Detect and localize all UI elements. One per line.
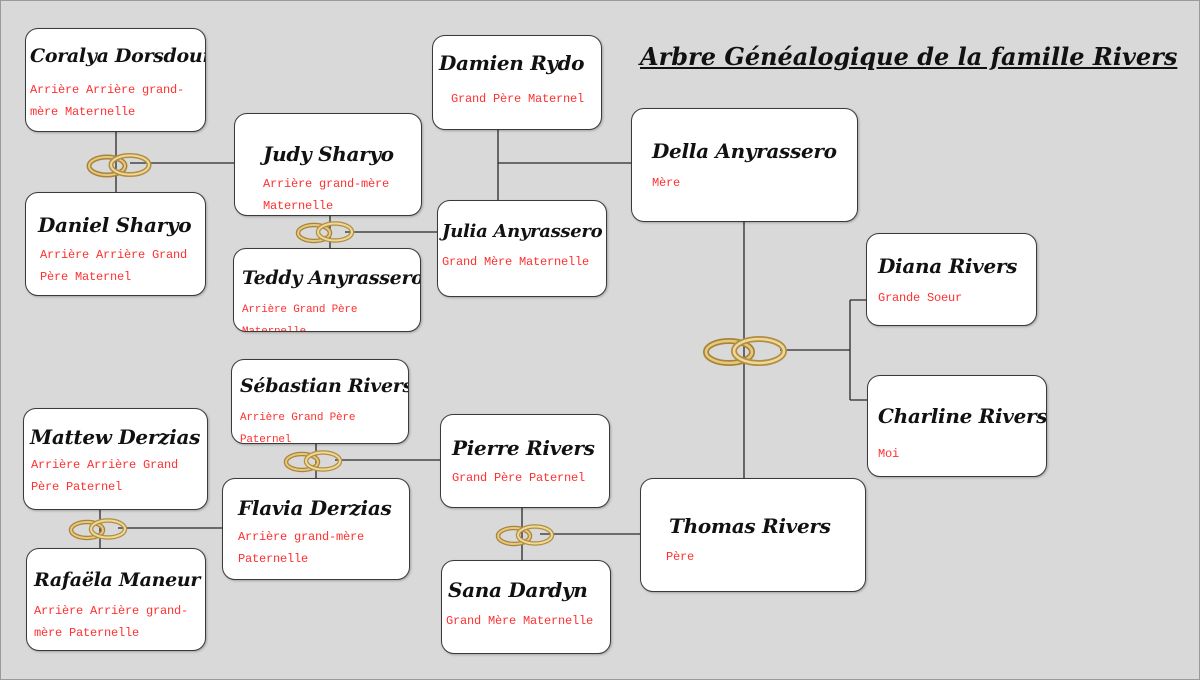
person-role: Arrière grand-mère Paternelle [238, 530, 365, 566]
person-role: Arrière Grand Père Paternel [240, 412, 356, 444]
person-name: Coralya Dorsdoun [30, 45, 206, 67]
person-name: Mattew Derzias [30, 425, 201, 449]
person-role: Grand Père Paternel [452, 471, 586, 485]
person-charline[interactable]: Charline Rivers Moi [867, 375, 1047, 477]
person-name: Della Anyrassero [652, 139, 837, 163]
person-role: Arrière Grand Père Maternelle [242, 304, 358, 332]
person-name: Pierre Rivers [452, 436, 595, 460]
person-mattew[interactable]: Mattew Derzias Arrière Arrière Grand Pèr… [23, 408, 208, 510]
person-role: Arrière Arrière Grand Père Paternel [31, 458, 179, 494]
person-name: Daniel Sharyo [38, 213, 192, 237]
person-role: Moi [878, 447, 900, 461]
person-teddy[interactable]: Teddy Anyrassero Arrière Grand Père Mate… [233, 248, 421, 332]
wedding-rings-icon [294, 218, 356, 246]
person-sebastian[interactable]: Sébastian Rivers Arrière Grand Père Pate… [231, 359, 409, 444]
person-name: Thomas Rivers [669, 514, 831, 538]
person-name: Damien Rydo [439, 51, 585, 75]
person-role: Grand Mère Maternelle [442, 255, 590, 269]
person-role: Arrière grand-mère Maternelle [263, 177, 390, 213]
person-role: Grand Père Maternel [451, 92, 585, 106]
diagram-title: Arbre Généalogique de la famille Rivers [640, 42, 1178, 71]
wedding-rings-icon [282, 447, 344, 475]
person-role: Mère [652, 176, 681, 190]
person-name: Rafaëla Maneur [34, 569, 201, 591]
person-damien[interactable]: Damien Rydo Grand Père Maternel [432, 35, 602, 130]
person-della[interactable]: Della Anyrassero Mère [631, 108, 858, 222]
person-name: Julia Anyrassero [442, 221, 603, 242]
person-coralya[interactable]: Coralya Dorsdoun Arrière Arrière grand-m… [25, 28, 206, 132]
person-role: Grande Soeur [878, 291, 963, 305]
person-julia[interactable]: Julia Anyrassero Grand Mère Maternelle [437, 200, 607, 297]
person-sana[interactable]: Sana Dardyn Grand Mère Maternelle [441, 560, 611, 654]
person-pierre[interactable]: Pierre Rivers Grand Père Paternel [440, 414, 610, 508]
person-name: Judy Sharyo [263, 142, 394, 166]
wedding-rings-icon [84, 150, 154, 180]
person-daniel[interactable]: Daniel Sharyo Arrière Arrière Grand Père… [25, 192, 206, 296]
person-role: Arrière Arrière grand-mère Paternelle [34, 604, 189, 640]
person-flavia[interactable]: Flavia Derzias Arrière grand-mère Patern… [222, 478, 410, 580]
person-role: Arrière Arrière Grand Père Maternel [40, 248, 188, 284]
person-rafaela[interactable]: Rafaëla Maneur Arrière Arrière grand-mèr… [26, 548, 206, 651]
person-role: Grand Mère Maternelle [446, 614, 594, 628]
wedding-rings-icon [67, 515, 129, 543]
person-judy[interactable]: Judy Sharyo Arrière grand-mère Maternell… [234, 113, 422, 216]
person-name: Diana Rivers [878, 254, 1018, 278]
wedding-rings-icon [494, 521, 556, 549]
person-name: Sana Dardyn [448, 578, 588, 602]
person-name: Sébastian Rivers [240, 375, 409, 397]
person-name: Flavia Derzias [238, 496, 392, 520]
person-thomas[interactable]: Thomas Rivers Père [640, 478, 866, 592]
person-role: Père [666, 550, 695, 564]
person-role: Arrière Arrière grand-mère Maternelle [30, 83, 185, 119]
person-name: Charline Rivers [878, 404, 1047, 428]
person-diana[interactable]: Diana Rivers Grande Soeur [866, 233, 1037, 326]
wedding-rings-icon [700, 332, 790, 370]
person-name: Teddy Anyrassero [242, 267, 421, 289]
